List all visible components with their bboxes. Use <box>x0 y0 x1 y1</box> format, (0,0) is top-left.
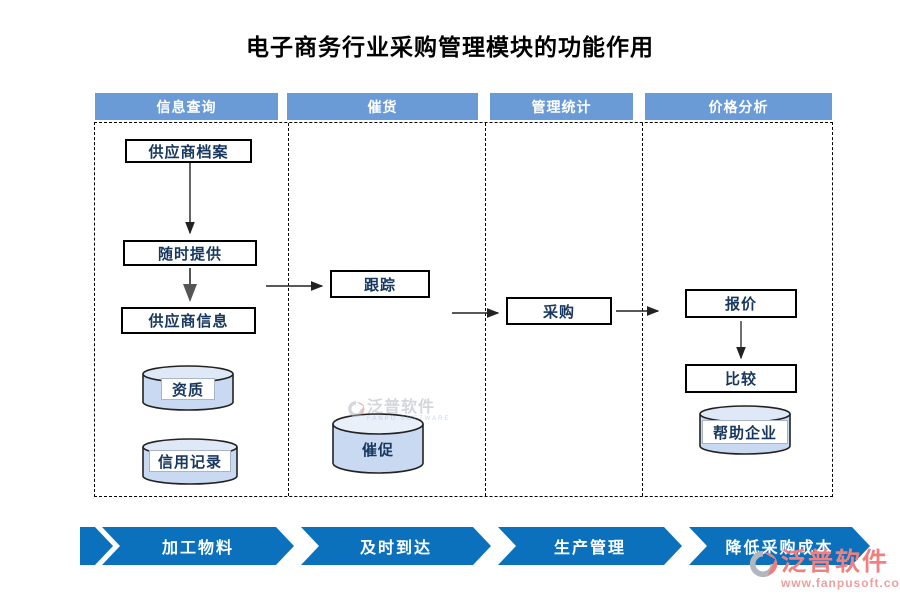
lane-header-info-query: 信息查询 <box>95 93 278 120</box>
node-supplier-info: 供应商信息 <box>121 307 256 334</box>
cylinder-label-qualification: 资质 <box>161 378 215 400</box>
lane-divider-3 <box>642 123 643 496</box>
fanpu-logo-icon <box>749 550 778 578</box>
cylinder-label-credit-record: 信用记录 <box>149 450 231 472</box>
watermark-brand-text: 泛普软件 <box>367 399 436 416</box>
chevron-label-arrive-on-time: 及时到达 <box>359 540 432 557</box>
node-supplier-archive: 供应商档案 <box>125 139 252 163</box>
watermark-logo-icon <box>348 401 365 417</box>
lane-divider-1 <box>288 123 289 496</box>
node-compare: 比较 <box>685 364 797 393</box>
cylinder-label-help-enterprise: 帮助企业 <box>702 420 788 444</box>
node-purchase: 采购 <box>506 297 612 325</box>
page-title: 电子商务行业采购管理模块的功能作用 <box>246 35 654 60</box>
diagram-stage-border <box>94 122 833 497</box>
node-quote: 报价 <box>685 289 797 318</box>
chevron-lead <box>80 527 113 565</box>
node-provide-anytime: 随时提供 <box>123 240 257 266</box>
fanpu-logo: 泛普软件 www.fanpusoft.com <box>748 549 900 590</box>
chevron-label-process-materials: 加工物料 <box>161 540 234 557</box>
lane-divider-2 <box>485 123 486 496</box>
lane-header-price-analysis: 价格分析 <box>645 93 832 120</box>
fanpu-logo-site: www.fanpusoft.com <box>781 576 900 590</box>
center-watermark: 泛普软件 FANPU SOFTWARE <box>347 400 450 422</box>
cylinder-label-urge: 催促 <box>361 441 394 459</box>
chevron-label-production-mgmt: 生产管理 <box>553 540 626 557</box>
lane-header-expedite: 催货 <box>287 93 478 120</box>
watermark-sub-text: FANPU SOFTWARE <box>367 416 451 422</box>
lane-header-statistics: 管理统计 <box>490 93 633 120</box>
fanpu-logo-brand: 泛普软件 <box>781 548 890 576</box>
chevron-label-reduce-cost: 降低采购成本 <box>725 540 834 557</box>
node-track: 跟踪 <box>330 270 430 298</box>
